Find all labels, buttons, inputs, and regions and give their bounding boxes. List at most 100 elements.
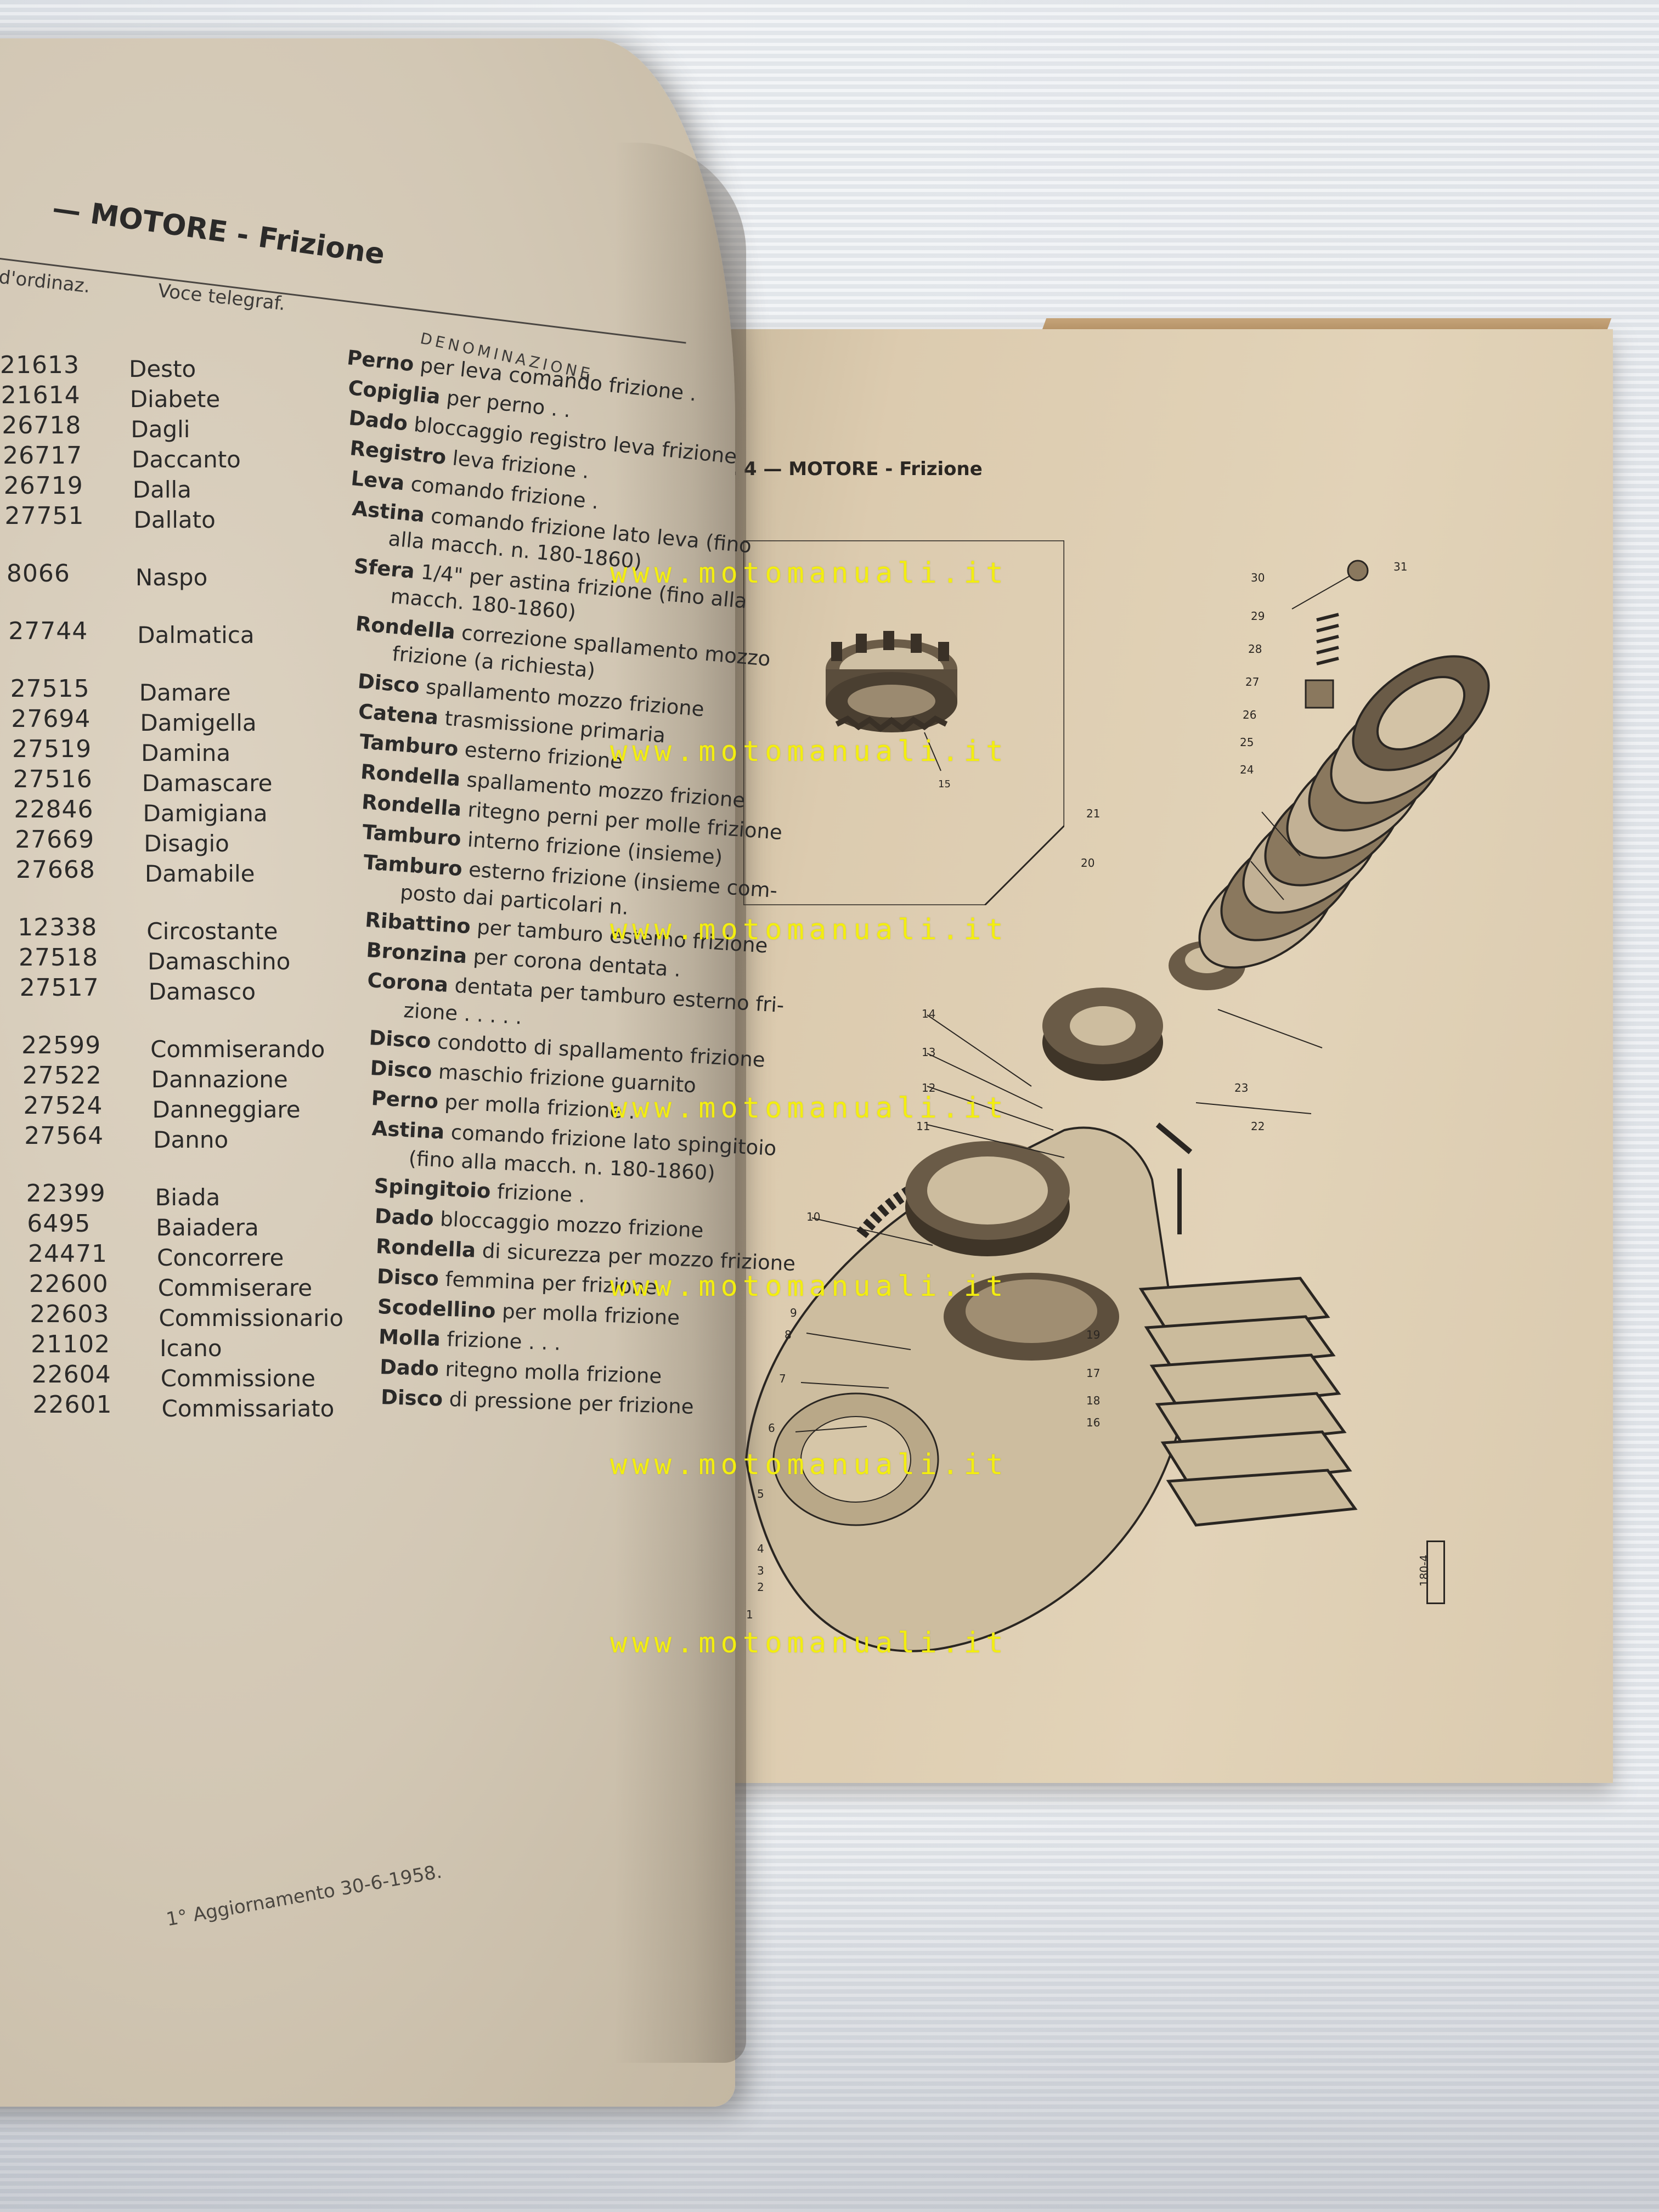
part-name: Disco (357, 669, 421, 698)
part-label-6: 6 (768, 1421, 775, 1435)
part-label-22: 22 (1251, 1120, 1265, 1133)
part-detail: frizione . (489, 1179, 586, 1207)
part-code: 27516 (13, 765, 93, 793)
part-label-19: 19 (1086, 1328, 1100, 1341)
telegraph-word: Damare (139, 679, 231, 706)
watermark-7: www.motomanuali.it (610, 1627, 1008, 1660)
part-code: 24471 (28, 1240, 108, 1268)
clutch-drum-drawing (826, 631, 957, 732)
watermark-1: www.motomanuali.it (610, 557, 1008, 590)
part-code: 27694 (11, 705, 91, 733)
part-label-24: 24 (1240, 763, 1254, 776)
part-name: Dado (379, 1355, 439, 1381)
telegraph-word: Circostante (146, 918, 278, 945)
part-label-18: 18 (1086, 1394, 1100, 1407)
part-code: 21102 (31, 1330, 111, 1358)
part-label-9: 9 (790, 1306, 797, 1319)
part-number-labels: 1 2 3 4 5 6 7 8 9 10 11 12 13 14 16 17 1… (746, 560, 1407, 1621)
part-name: Disco (368, 1026, 432, 1053)
plate-code: 180-4 (1418, 1554, 1431, 1587)
part-label-13: 13 (922, 1046, 935, 1059)
telegraph-word: Damaschino (148, 948, 291, 975)
part-code: 22846 (14, 795, 94, 823)
right-page-title: Tav. 4 — MOTORE - Frizione (697, 458, 983, 480)
nut-drawing (1347, 560, 1369, 582)
telegraph-word: Commissione (160, 1365, 315, 1392)
part-label-25: 25 (1240, 736, 1254, 749)
part-label-10: 10 (806, 1210, 820, 1223)
part-code: 21613 (0, 351, 80, 379)
part-code: 27668 (15, 856, 95, 884)
part-label-29: 29 (1251, 610, 1265, 623)
part-label-16: 16 (1086, 1416, 1100, 1429)
page-fold-shadow (614, 143, 746, 2063)
part-code: 22601 (32, 1391, 112, 1419)
part-code: 27564 (24, 1122, 104, 1150)
telegraph-word: Dannazione (151, 1066, 288, 1093)
telegraph-word: Concorrere (157, 1244, 284, 1271)
clutch-plates-drawing (1198, 655, 1490, 969)
inset-label: 15 (938, 778, 951, 790)
part-code: 22599 (21, 1031, 101, 1059)
telegraph-word: Naspo (135, 564, 208, 591)
part-code: 26717 (3, 442, 83, 470)
part-code: 12338 (18, 913, 98, 941)
part-code: 27519 (12, 735, 92, 763)
part-label-23: 23 (1234, 1081, 1248, 1094)
part-label-1: 1 (746, 1608, 753, 1621)
part-code: 6495 (27, 1210, 91, 1238)
part-name: Scodellino (377, 1295, 496, 1323)
telegraph-word: Damascare (142, 770, 273, 797)
left-page (0, 38, 735, 2107)
telegraph-word: Commiserando (150, 1036, 325, 1063)
crankcase-drawing (744, 1126, 1358, 1652)
part-code: 27518 (19, 944, 98, 972)
inset-detail-box: 15 (743, 540, 1064, 905)
plate-code-box: 180-4 (1418, 1541, 1445, 1604)
part-code: 26718 (2, 411, 82, 439)
telegraph-word: Danneggiare (152, 1096, 301, 1123)
part-label-7: 7 (779, 1372, 786, 1385)
telegraph-word: Dagli (131, 416, 190, 443)
spring-drawing (1316, 613, 1339, 665)
part-label-27: 27 (1245, 675, 1259, 689)
telegraph-word: Commiserare (157, 1274, 313, 1301)
watermark-4: www.motomanuali.it (610, 1092, 1008, 1125)
part-code: 21614 (1, 381, 81, 409)
part-code: 26719 (3, 472, 83, 500)
telegraph-word: Damigella (140, 709, 257, 736)
part-code: 22604 (31, 1361, 111, 1389)
gear-drawing (944, 1273, 1119, 1361)
telegraph-word: Dalmatica (137, 622, 255, 648)
part-code: 27751 (4, 502, 84, 530)
outer-drum-drawing (905, 1141, 1070, 1256)
inner-drum-drawing (1042, 988, 1163, 1081)
telegraph-word: Damabile (144, 860, 255, 887)
watermark-5: www.motomanuali.it (610, 1270, 1008, 1303)
telegraph-word: Damigiana (143, 800, 268, 827)
part-code: 22603 (30, 1300, 110, 1328)
part-code: 22399 (26, 1180, 106, 1207)
part-label-28: 28 (1248, 642, 1262, 656)
leader-lines (795, 575, 1350, 1432)
watermark-3: www.motomanuali.it (610, 913, 1008, 946)
telegraph-word: Damina (141, 740, 231, 766)
part-label-26: 26 (1243, 708, 1256, 721)
cup-drawing (1305, 679, 1334, 709)
part-name: Dado (374, 1204, 435, 1231)
watermark-2: www.motomanuali.it (610, 735, 1008, 768)
telegraph-word: Disagio (144, 830, 229, 857)
part-detail: frizione . . . (440, 1327, 561, 1355)
part-code: 27522 (22, 1062, 102, 1090)
clutch-exploded-diagram: 1 2 3 4 5 6 7 8 9 10 11 12 13 14 16 17 1… (744, 560, 1490, 1652)
telegraph-word: Biada (155, 1184, 221, 1211)
part-label-21: 21 (1086, 807, 1100, 820)
part-label-3: 3 (757, 1564, 764, 1577)
telegraph-word: Dalla (132, 476, 191, 503)
part-label-31: 31 (1393, 560, 1407, 573)
part-name: Molla (378, 1325, 441, 1351)
telegraph-word: Damasco (148, 978, 256, 1005)
telegraph-word: Desto (129, 356, 196, 382)
watermark-6: www.motomanuali.it (610, 1448, 1008, 1481)
part-code: 27517 (19, 974, 99, 1002)
